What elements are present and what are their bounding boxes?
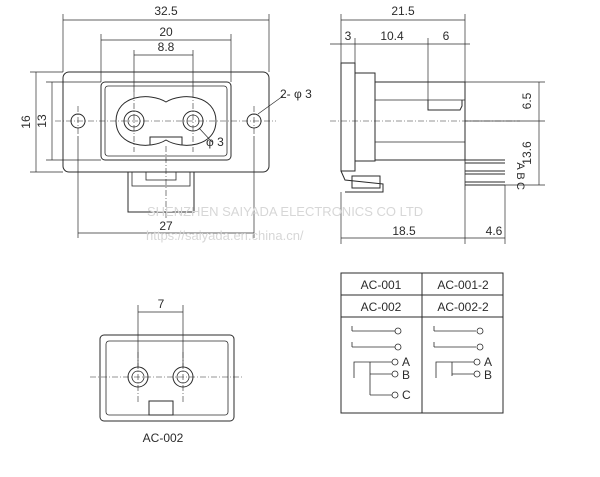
dim-16: 16 [19, 115, 33, 129]
watermark-company: SHENZHEN SAIYADA ELECTRONICS CO LTD [147, 204, 423, 219]
terminal-dot [391, 370, 399, 378]
dim-32-5: 32.5 [154, 4, 178, 18]
switch-label-b2: B [484, 368, 492, 382]
side-view: 21.5 3 10.4 6 6.5 13.6 18.5 4.6 A B C [330, 4, 545, 244]
dim-6-5: 6.5 [520, 92, 534, 109]
dim-21-5: 21.5 [391, 4, 415, 18]
terminal-label-b: B [514, 172, 526, 179]
pin-hole-label: φ 3 [206, 135, 224, 149]
dim-7: 7 [158, 297, 165, 311]
front-view: 32.5 20 8.8 16 13 2- φ 3 φ 3 27 [19, 4, 312, 238]
terminal-dot [476, 343, 484, 351]
bottom-view-caption: AC-002 [143, 431, 184, 445]
dim-10-4: 10.4 [380, 29, 404, 43]
terminal-dot [391, 391, 399, 399]
switch-arm [353, 361, 362, 378]
model-ac-002: AC-002 [361, 300, 402, 314]
side-flange [340, 62, 356, 172]
bottom-view-outer [99, 334, 235, 422]
switch-label-c: C [402, 388, 411, 402]
watermark-url: https://saiyada.en.china.cn/ [146, 228, 304, 243]
key-notch [149, 136, 183, 145]
dim-13: 13 [35, 114, 49, 128]
bv-key [148, 400, 174, 416]
terminal-dot [476, 327, 484, 335]
bottom-view-inner [105, 340, 229, 416]
model-ac-002-2: AC-002-2 [437, 300, 489, 314]
terminal-dot [473, 370, 481, 378]
terminal-dot [394, 343, 402, 351]
switch-arm [435, 361, 444, 378]
terminal-dot [394, 327, 402, 335]
figure-8-socket [115, 96, 217, 146]
terminal-dot [391, 358, 399, 366]
model-table: AC-001 AC-001-2 AC-002 AC-002-2 A B C [340, 272, 504, 414]
model-ac-001-2: AC-001-2 [437, 278, 489, 292]
bottom-tab-slot [145, 171, 177, 181]
bottom-view: 7 AC-002 [90, 297, 244, 445]
switch-label-a2: A [484, 355, 492, 369]
dim-27: 27 [159, 219, 173, 233]
schematic-right: A B [433, 326, 492, 382]
switch-label-b: B [402, 368, 410, 382]
mount-hole-label: 2- φ 3 [280, 87, 312, 101]
leader-mount-hole [257, 95, 284, 115]
dim-4-6: 4.6 [486, 224, 503, 238]
model-ac-001: AC-001 [361, 278, 402, 292]
schematic-left: A B C [351, 326, 411, 402]
bottom-tab-inner [131, 171, 191, 187]
dim-6: 6 [443, 29, 450, 43]
terminal-label-c: C [514, 182, 526, 190]
side-front-shell [354, 72, 376, 162]
dim-18-5: 18.5 [392, 224, 416, 238]
side-tab [351, 175, 381, 189]
terminal-dot [473, 358, 481, 366]
side-latch [340, 170, 384, 193]
dim-3: 3 [345, 29, 352, 43]
leader-pin-hole [198, 127, 213, 143]
dim-8-8: 8.8 [158, 40, 175, 54]
dim-13-6: 13.6 [520, 141, 534, 165]
upper-contact [427, 100, 463, 111]
switch-label-a: A [402, 355, 410, 369]
dim-20: 20 [159, 25, 173, 39]
terminal-label-a: A [514, 162, 526, 170]
